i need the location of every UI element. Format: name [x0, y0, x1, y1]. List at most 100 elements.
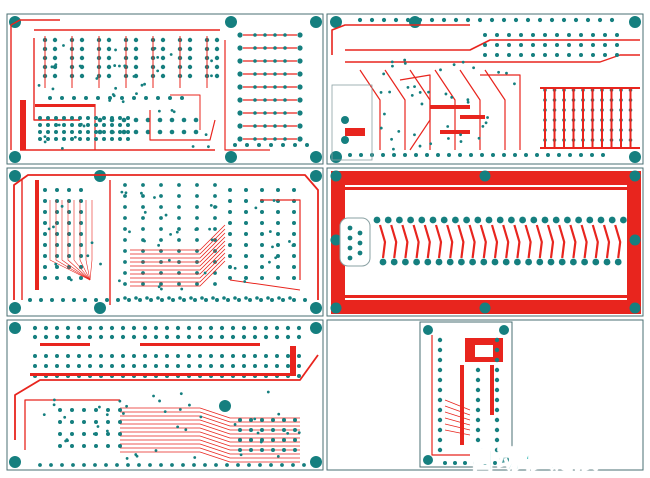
pad	[407, 216, 414, 224]
pad	[508, 216, 515, 224]
pad	[160, 46, 166, 52]
pad	[253, 72, 257, 76]
pad	[115, 463, 119, 467]
pad	[79, 73, 85, 79]
pad	[567, 33, 571, 37]
pad	[228, 188, 232, 192]
pad	[603, 53, 607, 57]
mounting-hole	[94, 302, 106, 314]
pad	[143, 239, 146, 243]
pad	[168, 96, 172, 100]
pad	[274, 325, 280, 331]
pad	[239, 453, 243, 457]
pad	[123, 194, 127, 198]
pad	[142, 334, 148, 340]
pad	[159, 287, 163, 291]
pad	[491, 153, 495, 157]
pad	[536, 258, 544, 266]
pad	[274, 334, 280, 340]
pad	[213, 216, 217, 220]
pad	[145, 296, 149, 300]
pad	[435, 258, 443, 266]
pad	[32, 334, 38, 340]
trace	[602, 224, 611, 259]
pad	[199, 415, 203, 419]
pad	[392, 147, 395, 151]
pad	[219, 334, 225, 340]
trace	[480, 74, 521, 150]
pad	[55, 188, 59, 192]
pad	[507, 53, 511, 57]
pad	[197, 325, 203, 331]
pad	[590, 153, 594, 157]
pad	[120, 325, 126, 331]
pad	[159, 463, 163, 467]
pad	[579, 153, 583, 157]
mounting-hole	[629, 151, 641, 163]
pad	[207, 145, 210, 149]
trace	[120, 439, 300, 451]
pad	[297, 364, 301, 368]
pad	[475, 417, 481, 423]
trace	[14, 354, 319, 440]
pad	[249, 428, 253, 432]
pad	[263, 111, 267, 115]
pad	[273, 33, 277, 37]
trace	[13, 174, 319, 300]
pad	[480, 258, 488, 266]
pad-cutout	[361, 278, 367, 293]
pad	[141, 227, 145, 231]
pad	[167, 296, 171, 300]
pad	[159, 183, 163, 187]
pad	[263, 46, 267, 50]
pad	[465, 17, 471, 23]
pad	[78, 116, 82, 120]
pad	[57, 123, 61, 127]
pad	[266, 390, 270, 394]
pad	[252, 325, 258, 331]
pad	[70, 444, 74, 448]
pad	[48, 96, 52, 100]
pad	[106, 46, 112, 52]
pad	[277, 412, 281, 416]
pad	[567, 53, 571, 57]
pad	[475, 367, 481, 373]
pad	[286, 354, 290, 358]
mounting-hole	[225, 16, 237, 28]
pad	[305, 143, 309, 147]
mounting-hole	[310, 16, 322, 28]
pad	[276, 188, 280, 192]
pad	[211, 296, 215, 300]
trace	[130, 244, 226, 271]
pad	[244, 276, 248, 280]
pad	[276, 243, 280, 247]
pad	[546, 153, 550, 157]
pad	[191, 145, 195, 148]
pad	[187, 73, 193, 79]
pad	[260, 188, 264, 192]
pad	[67, 243, 71, 247]
pad	[43, 199, 47, 203]
pad	[77, 364, 81, 368]
pad	[66, 354, 70, 358]
pad	[109, 325, 115, 331]
pad	[123, 249, 127, 253]
pad	[62, 130, 66, 134]
pad	[437, 427, 443, 433]
pad	[357, 230, 363, 236]
pad	[260, 221, 264, 225]
pad	[302, 463, 306, 467]
pad	[46, 137, 50, 141]
pad	[61, 298, 65, 302]
pad	[214, 37, 220, 43]
pad	[213, 183, 217, 187]
pad	[273, 59, 277, 63]
pad	[241, 334, 247, 340]
pad	[264, 354, 268, 358]
pad	[494, 367, 500, 373]
pad	[141, 183, 145, 187]
pad	[244, 210, 248, 214]
pad	[253, 111, 257, 115]
pad	[187, 55, 193, 61]
pad	[39, 298, 43, 302]
